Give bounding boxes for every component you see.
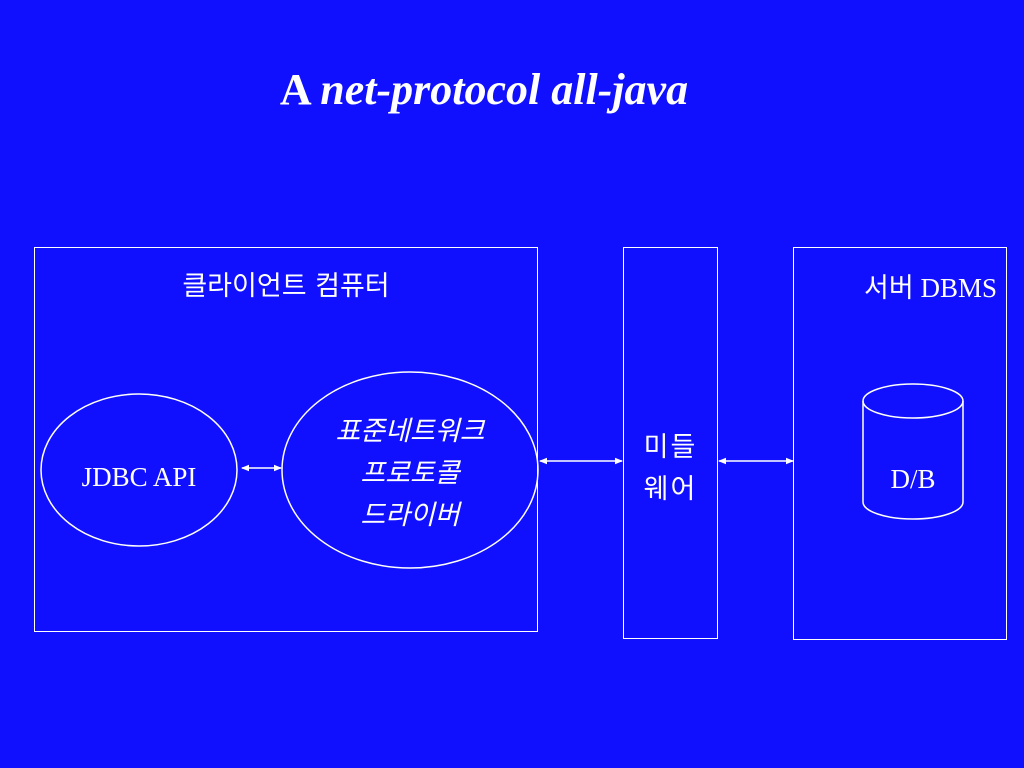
network-driver-ellipse <box>281 371 539 569</box>
database-cylinder-icon <box>862 383 964 520</box>
driver-label-line-1: 표준네트워크 <box>335 416 485 447</box>
db-label: D/B <box>890 464 936 494</box>
middleware-box <box>623 247 718 639</box>
driver-label-line-3: 드라이버 <box>360 500 460 531</box>
slide-title: A net-protocol all-java <box>0 60 968 120</box>
middleware-label-line-2: 웨어 <box>643 474 698 505</box>
title-emphasis: net-protocol all-java <box>320 65 689 114</box>
server-dbms-box <box>793 247 1007 640</box>
server-label-en: DBMS <box>920 273 997 303</box>
server-label-ko: 서버 <box>864 273 914 304</box>
jdbc-api-ellipse <box>40 393 238 547</box>
title-prefix: A <box>279 65 310 114</box>
server-dbms-label: 서버 DBMS <box>793 266 997 305</box>
driver-label-line-2: 프로토콜 <box>360 458 460 489</box>
middleware-label-line-1: 미들 <box>643 432 698 463</box>
client-computer-box <box>34 247 538 632</box>
jdbc-api-label: JDBC API <box>81 462 197 492</box>
client-computer-label: 클라이언트 컴퓨터 <box>182 271 390 302</box>
